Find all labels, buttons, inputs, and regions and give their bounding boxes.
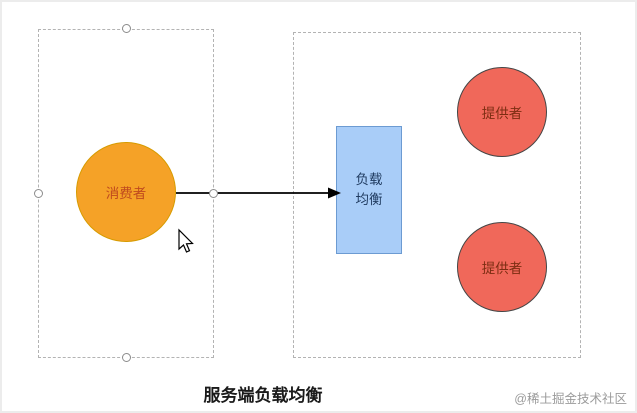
provider-group-box[interactable] [293, 32, 581, 358]
provider-label-1: 提供者 [481, 106, 523, 121]
selection-handle-right-icon[interactable] [209, 189, 218, 198]
provider-node-2[interactable]: 提供者 [457, 222, 547, 312]
selection-handle-top-icon[interactable] [122, 24, 131, 33]
selection-handle-bottom-icon[interactable] [122, 353, 131, 362]
consumer-node[interactable]: 消费者 [76, 142, 176, 242]
selection-handle-left-icon[interactable] [34, 189, 43, 198]
load-balancer-label: 负载 均衡 [355, 171, 383, 207]
provider-node-1[interactable]: 提供者 [457, 67, 547, 157]
watermark: @稀土掘金技术社区 [514, 392, 627, 406]
load-balancer-node[interactable]: 负载 均衡 [336, 126, 402, 254]
diagram-caption: 服务端负载均衡 [203, 386, 323, 405]
provider-label-2: 提供者 [481, 261, 523, 276]
consumer-label: 消费者 [105, 186, 147, 201]
